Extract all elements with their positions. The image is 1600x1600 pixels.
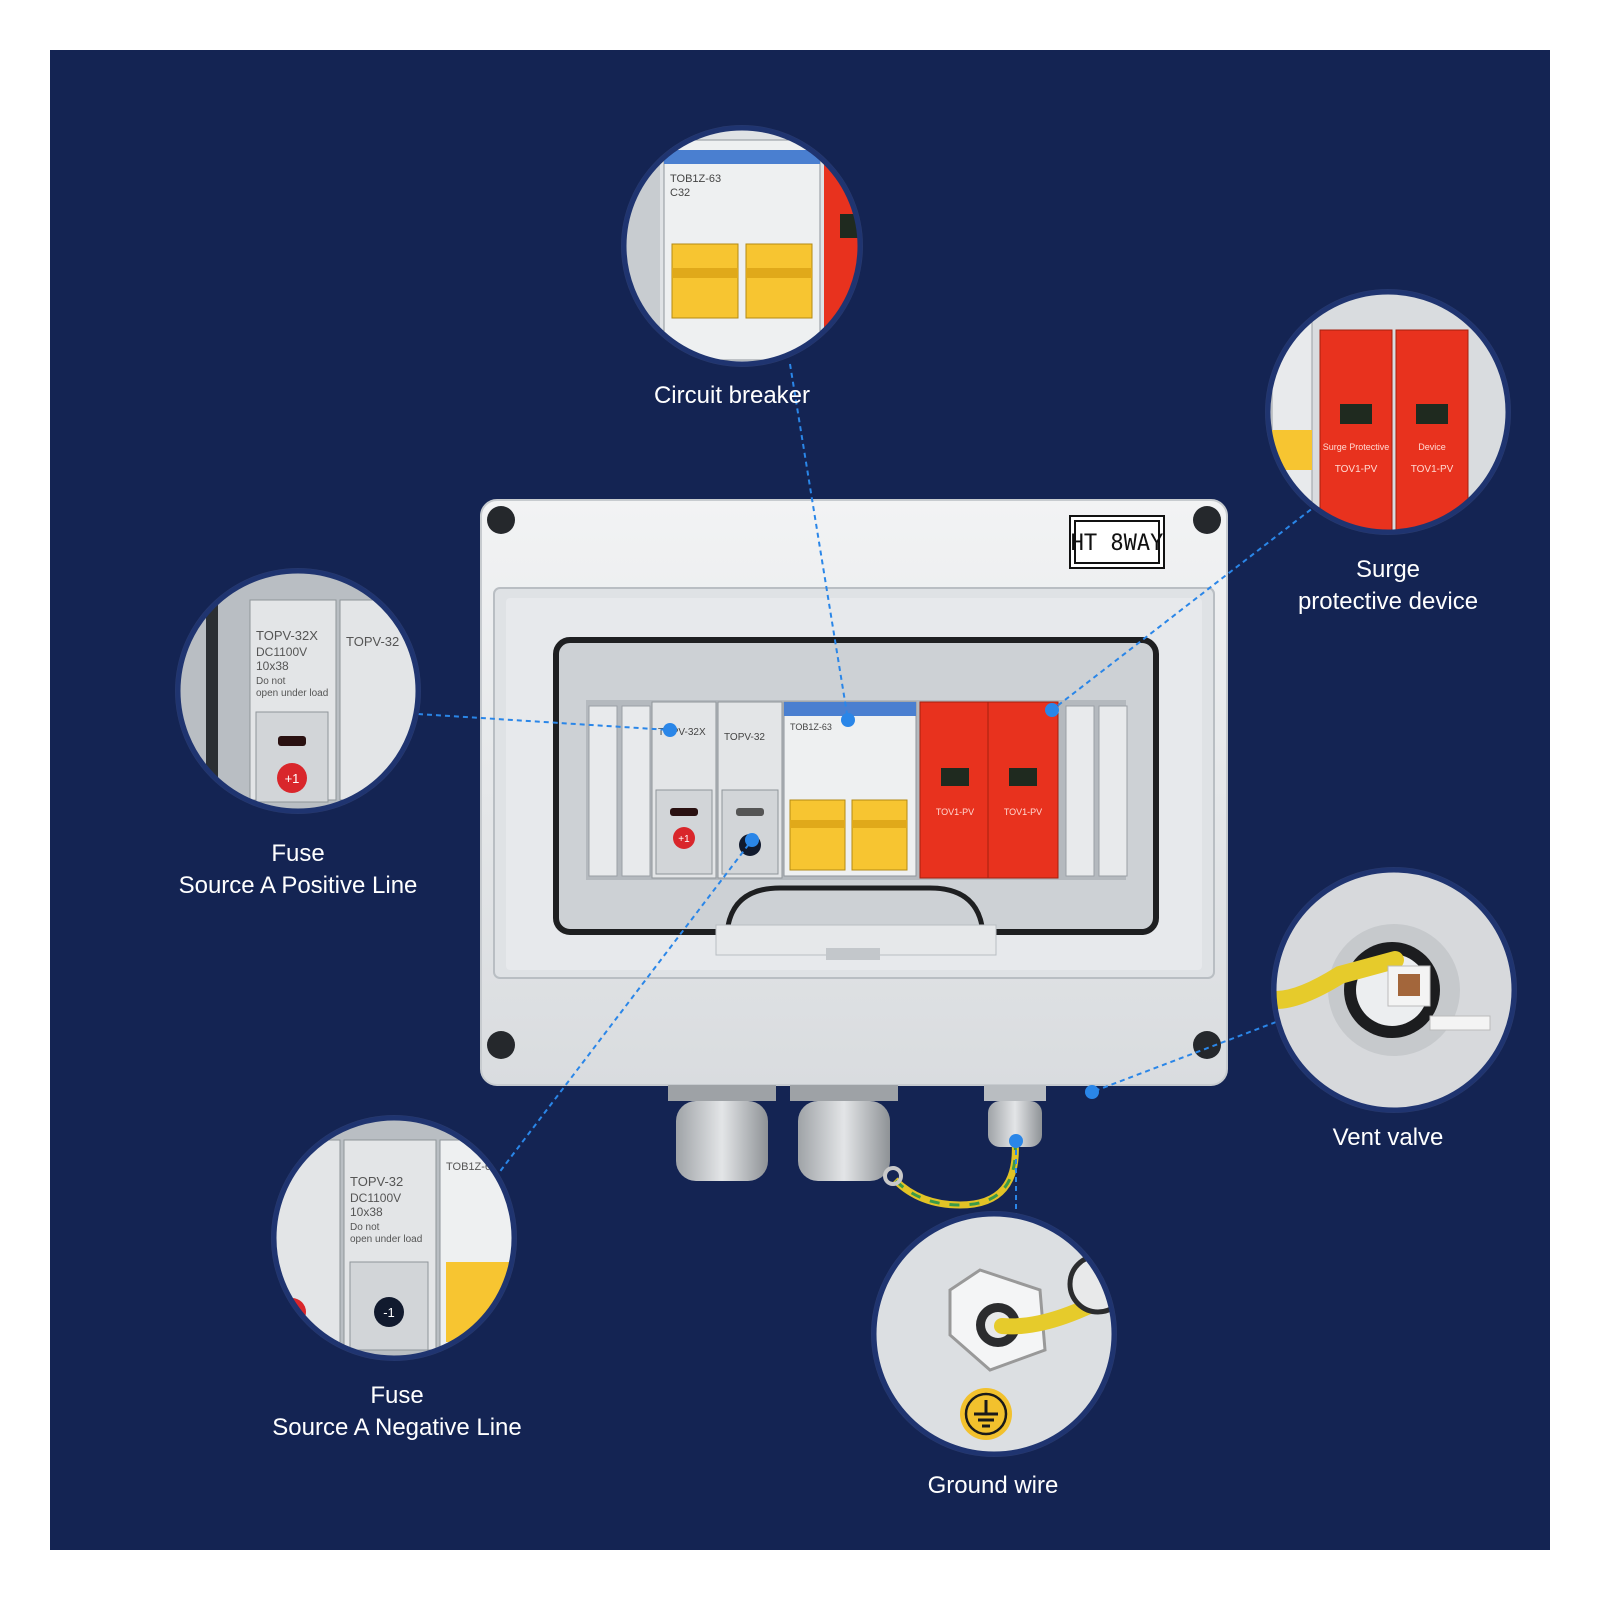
corner-screw xyxy=(487,1031,515,1059)
circuit-breaker[interactable]: TOB1Z-63 xyxy=(783,701,917,877)
ground-icon xyxy=(960,1388,1012,1440)
svg-text:10x38: 10x38 xyxy=(350,1205,383,1219)
zoom-circle-fuse-negative: TOPV-32 DC1100V 10x38 Do not open under … xyxy=(271,1115,517,1361)
label-fuse-negative: Fuse Source A Negative Line xyxy=(272,1382,522,1441)
label-fuse-positive: Fuse Source A Positive Line xyxy=(178,840,418,899)
callout-anchor-dots xyxy=(663,703,1099,1148)
corner-screw xyxy=(1193,1031,1221,1059)
svg-text:TOV1-PV: TOV1-PV xyxy=(1004,807,1042,817)
svg-text:10x38: 10x38 xyxy=(256,659,289,673)
svg-text:TOB1Z-63: TOB1Z-63 xyxy=(670,173,721,185)
svg-text:Do not: Do not xyxy=(256,676,286,687)
cable-gland xyxy=(668,1085,776,1181)
fuse-holder-negative[interactable]: TOPV-32 xyxy=(717,701,783,879)
svg-text:DC1100V: DC1100V xyxy=(350,1191,401,1205)
zoom-circle-surge-protective-device: Surge Protective TOV1-PV Device TOV1-PV xyxy=(1265,289,1511,535)
svg-text:TOPV-32: TOPV-32 xyxy=(724,732,765,743)
corner-screw xyxy=(1193,506,1221,534)
cable-gland xyxy=(790,1085,898,1181)
svg-text:-1: -1 xyxy=(383,1305,395,1320)
fuse-holder-positive[interactable]: +1 TOPV-32X xyxy=(651,701,717,879)
svg-text:+1: +1 xyxy=(678,834,690,845)
model-label: HT 8WAY xyxy=(1071,531,1164,556)
svg-text:Device: Device xyxy=(1418,442,1446,452)
model-label-box xyxy=(1069,515,1165,569)
svg-text:TOB1Z-63: TOB1Z-63 xyxy=(790,722,832,732)
svg-text:TOPV-32: TOPV-32 xyxy=(346,634,399,649)
svg-text:open under load: open under load xyxy=(350,1234,422,1245)
svg-text:DC1100V: DC1100V xyxy=(256,645,307,659)
callout-leader-lines xyxy=(417,363,1319,1214)
zoom-circle-vent-valve xyxy=(1271,867,1517,1113)
svg-text:TOB1Z-63: TOB1Z-63 xyxy=(446,1161,497,1173)
svg-text:Surge Protective: Surge Protective xyxy=(1323,442,1390,452)
zoom-circle-ground-wire xyxy=(871,1211,1117,1457)
surge-protective-device[interactable]: TOV1-PV TOV1-PV xyxy=(919,701,1059,879)
svg-text:C32: C32 xyxy=(670,187,690,199)
corner-screw xyxy=(487,506,515,534)
label-circuit-breaker: Circuit breaker xyxy=(653,382,811,409)
svg-text:+1: +1 xyxy=(285,771,300,786)
zoom-circle-circuit-breaker: TOB1Z-63 C32 xyxy=(621,125,863,367)
cable-gland xyxy=(984,1085,1046,1147)
zoom-circle-fuse-positive: TOPV-32X DC1100V 10x38 Do not open under… xyxy=(175,568,421,814)
svg-text:TOPV-32X: TOPV-32X xyxy=(658,727,706,738)
svg-text:TOPV-32X: TOPV-32X xyxy=(256,628,318,643)
svg-text:open under load: open under load xyxy=(256,688,328,699)
svg-text:Do not: Do not xyxy=(350,1222,380,1233)
svg-text:TOV1-PV: TOV1-PV xyxy=(1335,464,1378,475)
label-surge-protective-device: Surge protective device xyxy=(1297,556,1479,615)
combiner-box-enclosure: HT 8WAY +1 TOPV-32X TOPV-32 xyxy=(480,499,1228,1209)
label-ground-wire: Ground wire xyxy=(927,1472,1059,1499)
label-vent-valve: Vent valve xyxy=(1332,1124,1444,1151)
svg-text:TOV1-PV: TOV1-PV xyxy=(936,807,974,817)
svg-text:TOPV-32: TOPV-32 xyxy=(350,1174,403,1189)
svg-text:TOV1-PV: TOV1-PV xyxy=(1411,464,1454,475)
